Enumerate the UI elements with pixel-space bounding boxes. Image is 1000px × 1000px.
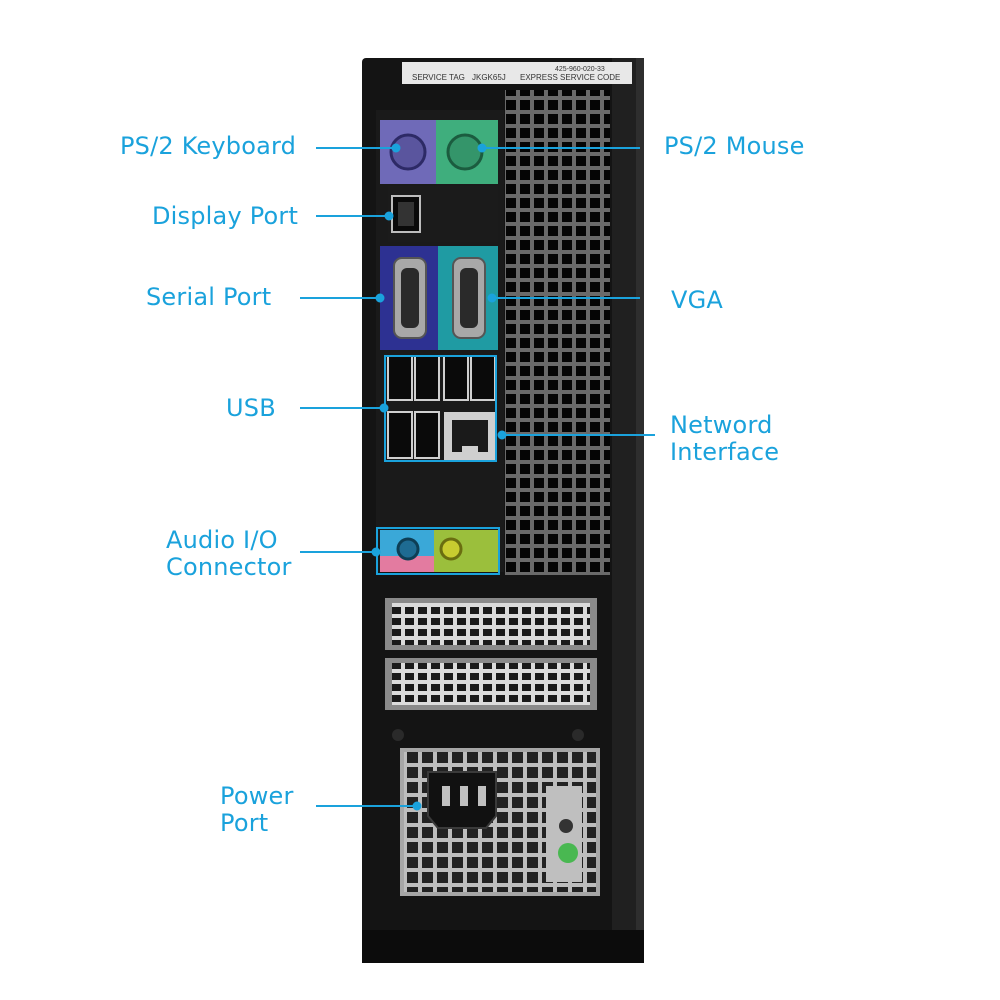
psu-test-button (559, 819, 573, 833)
callout-leader-lines (300, 143, 655, 811)
express-service-value: 425-960-020-33 (555, 66, 605, 73)
display-port-connector (388, 186, 498, 242)
label-serial-port: Serial Port (146, 284, 271, 311)
label-vga: VGA (671, 287, 723, 314)
usb-port-group (387, 355, 496, 459)
label-power-port-line2: Port (220, 809, 269, 837)
service-tag-sticker: SERVICE TAG JKGK65J 425-960-020-33 EXPRE… (402, 62, 632, 84)
network-port (444, 412, 496, 460)
ps2-mouse-port (446, 133, 484, 171)
psu-status-led (558, 843, 578, 863)
label-network-interface: Netword Interface (670, 412, 779, 466)
label-display-port-text: Display Port (152, 202, 299, 230)
service-tag-label: SERVICE TAG (412, 73, 465, 82)
label-network-line2: Interface (670, 438, 780, 466)
label-ps2-keyboard-text: PS/2 Keyboard (120, 132, 297, 160)
label-audio-io-connector: Audio I/O Connector (166, 527, 292, 581)
label-ps2-keyboard: PS/2 Keyboard (120, 133, 296, 160)
label-audio-io-line2: Connector (166, 553, 292, 581)
express-service-label: EXPRESS SERVICE CODE (520, 73, 620, 82)
ps2-port-block (380, 120, 498, 184)
label-power-port: Power Port (220, 783, 294, 837)
label-power-port-line1: Power (220, 782, 294, 810)
label-serial-port-text: Serial Port (146, 283, 272, 311)
audio-line-out-jack (439, 537, 463, 561)
label-audio-io-line1: Audio I/O (166, 526, 278, 554)
rear-vent-grille (505, 90, 610, 575)
label-ps2-mouse-text: PS/2 Mouse (664, 132, 805, 160)
ps2-keyboard-port (389, 133, 427, 171)
label-ps2-mouse: PS/2 Mouse (664, 133, 805, 160)
service-tag-value: JKGK65J (472, 73, 506, 82)
serial-vga-block (380, 246, 498, 350)
power-supply-unit (400, 748, 600, 896)
label-network-line1: Netword (670, 411, 773, 439)
label-vga-text: VGA (671, 286, 724, 314)
expansion-slots (385, 598, 597, 741)
label-usb: USB (226, 395, 276, 422)
label-usb-text: USB (226, 394, 276, 422)
audio-io-block (380, 530, 498, 572)
audio-line-in-jack (396, 537, 420, 561)
label-display-port: Display Port (152, 203, 298, 230)
